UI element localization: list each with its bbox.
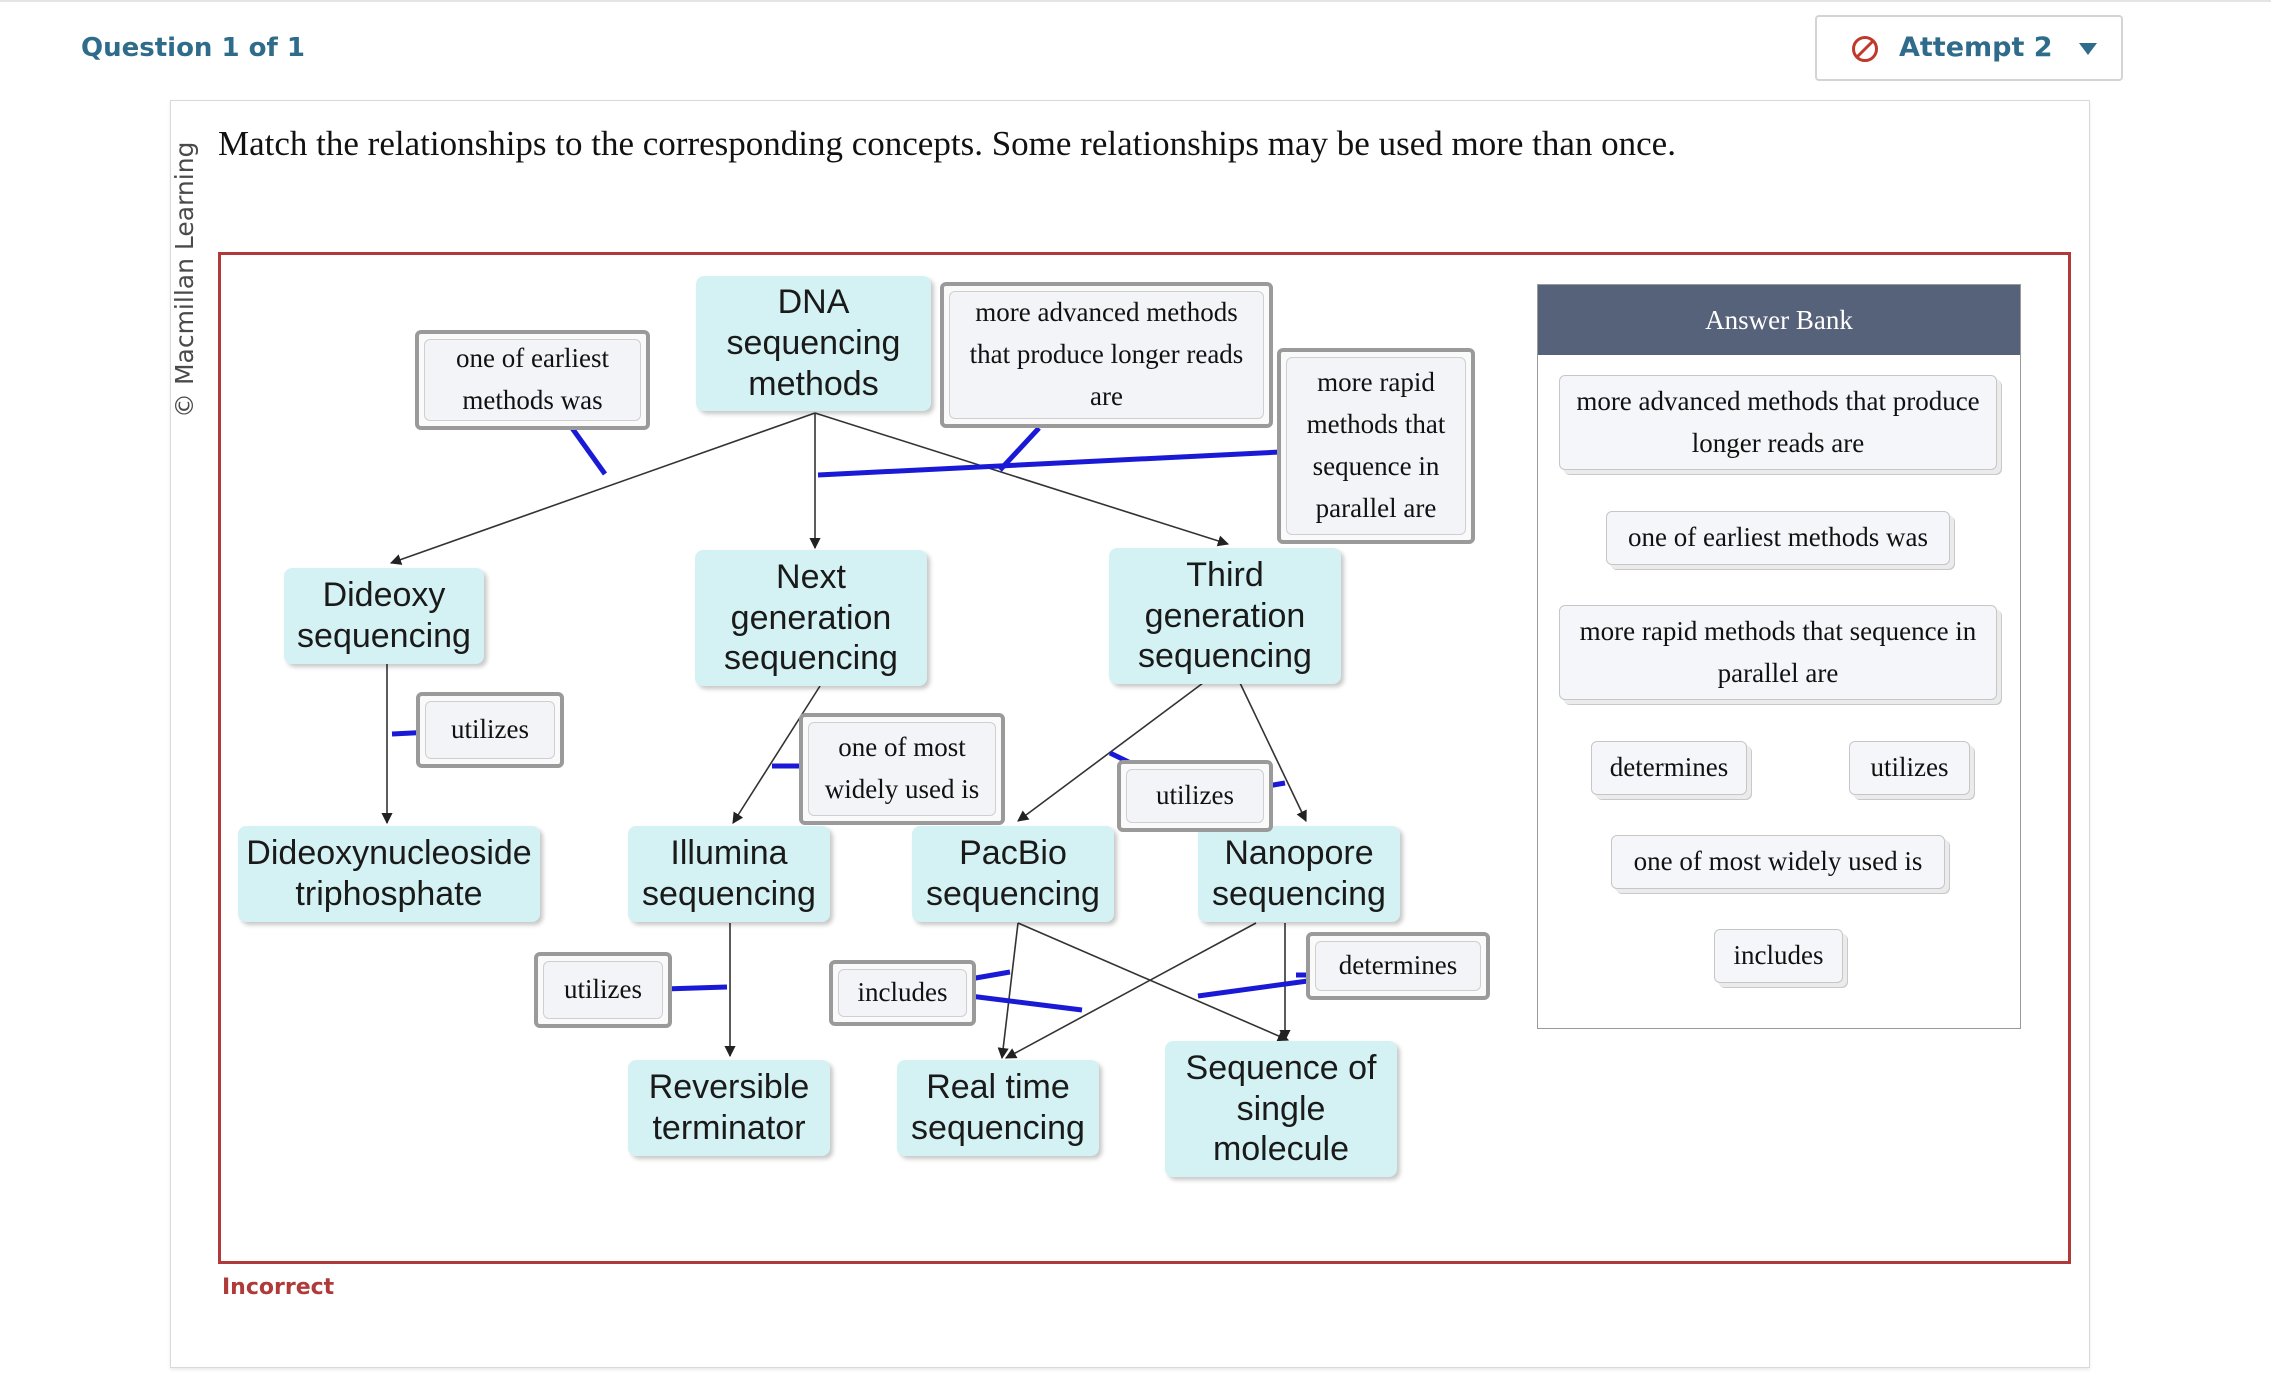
drop-slot-determines[interactable]: determines: [1306, 932, 1490, 1000]
attempt-label: Attempt 2: [1899, 32, 2053, 63]
placed-chip[interactable]: utilizes: [543, 961, 663, 1019]
drop-slot-dideoxy-utilizes[interactable]: utilizes: [416, 692, 564, 768]
concept-dideoxy-sequencing: Dideoxy sequencing: [284, 568, 484, 664]
placed-chip[interactable]: utilizes: [425, 701, 555, 759]
drop-slot-includes[interactable]: includes: [829, 960, 976, 1026]
top-divider: [0, 0, 2271, 2]
concept-next-generation-sequencing: Next generation sequencing: [695, 550, 927, 686]
bank-chip-includes[interactable]: includes: [1714, 929, 1843, 983]
concept-illumina-sequencing: Illumina sequencing: [628, 826, 830, 922]
concept-reversible-terminator: Reversible terminator: [628, 1060, 830, 1156]
drop-slot-more-rapid[interactable]: more rapid methods that sequence in para…: [1277, 348, 1475, 544]
concept-pacbio-sequencing: PacBio sequencing: [912, 826, 1114, 922]
bank-chip-more-advanced[interactable]: more advanced methods that produce longe…: [1559, 375, 1997, 470]
bank-chip-determines[interactable]: determines: [1591, 741, 1747, 795]
concept-dna-sequencing-methods: DNA sequencing methods: [696, 276, 931, 411]
placed-chip[interactable]: one of most widely used is: [808, 722, 996, 816]
placed-chip[interactable]: one of earliest methods was: [424, 339, 641, 421]
drop-slot-third-utilizes[interactable]: utilizes: [1117, 760, 1273, 832]
attempt-dropdown[interactable]: Attempt 2: [1815, 15, 2123, 81]
concept-map-frame: [218, 252, 2071, 1264]
drop-slot-one-of-earliest[interactable]: one of earliest methods was: [415, 330, 650, 430]
question-prompt: Match the relationships to the correspon…: [218, 124, 1676, 163]
placed-chip[interactable]: more advanced methods that produce longe…: [949, 291, 1264, 419]
concept-sequence-of-single-molecule: Sequence of single molecule: [1165, 1041, 1397, 1177]
chevron-down-icon: [2079, 43, 2097, 55]
bank-chip-one-of-earliest[interactable]: one of earliest methods was: [1606, 511, 1950, 565]
placed-chip[interactable]: includes: [838, 969, 967, 1017]
bank-chip-one-of-most-widely[interactable]: one of most widely used is: [1611, 835, 1945, 889]
concept-dideoxynucleoside-triphosphate: Dideoxynucleoside triphosphate: [238, 826, 540, 922]
bank-chip-more-rapid[interactable]: more rapid methods that sequence in para…: [1559, 605, 1997, 700]
drop-slot-one-of-most-widely[interactable]: one of most widely used is: [799, 713, 1005, 825]
answer-status: Incorrect: [222, 1275, 335, 1300]
concept-real-time-sequencing: Real time sequencing: [897, 1060, 1099, 1156]
placed-chip[interactable]: determines: [1315, 941, 1481, 991]
bank-chip-utilizes[interactable]: utilizes: [1849, 741, 1970, 795]
placed-chip[interactable]: utilizes: [1126, 769, 1264, 823]
ban-icon: [1852, 36, 1878, 62]
answer-bank-title: Answer Bank: [1538, 285, 2020, 355]
drop-slot-more-advanced[interactable]: more advanced methods that produce longe…: [940, 282, 1273, 428]
concept-nanopore-sequencing: Nanopore sequencing: [1198, 826, 1400, 922]
drop-slot-illumina-utilizes[interactable]: utilizes: [534, 952, 672, 1028]
concept-third-generation-sequencing: Third generation sequencing: [1109, 548, 1341, 684]
placed-chip[interactable]: more rapid methods that sequence in para…: [1286, 357, 1466, 535]
question-counter: Question 1 of 1: [81, 33, 305, 63]
